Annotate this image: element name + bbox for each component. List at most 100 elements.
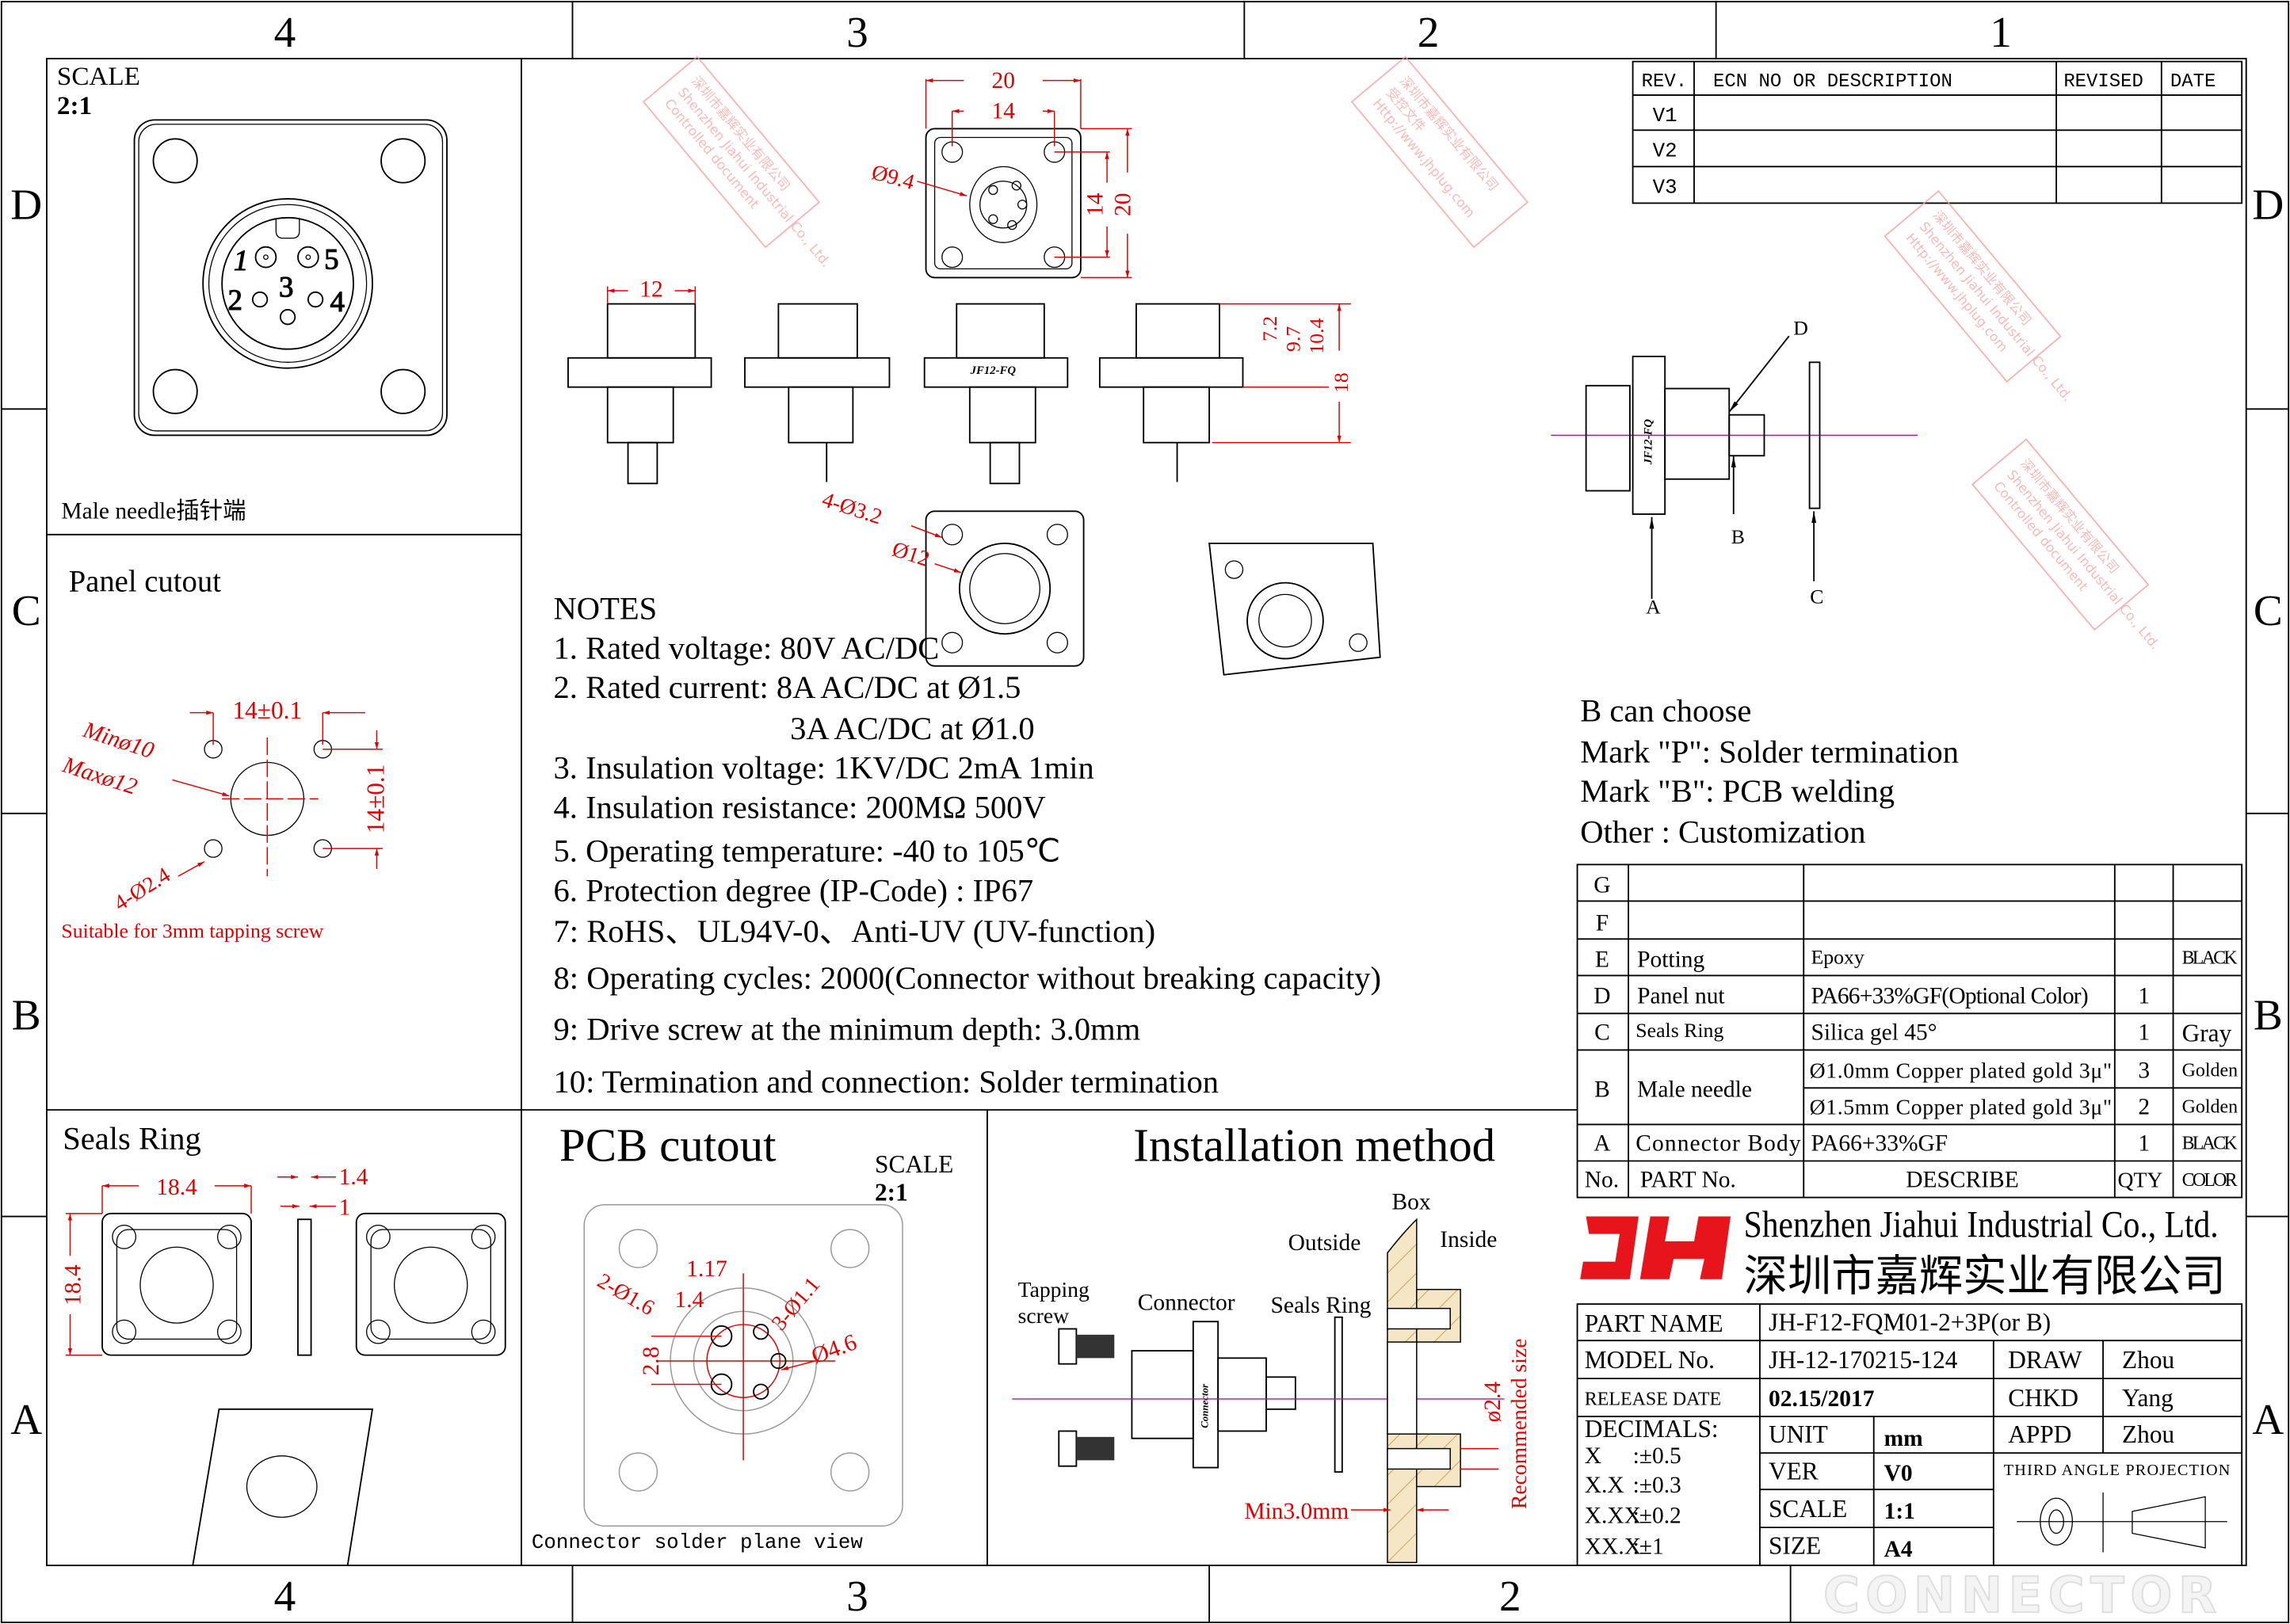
dim-face-dia: Ø9.4 (869, 159, 918, 194)
pcb-scale-label: SCALE (875, 1150, 953, 1178)
bom-part: Seals Ring (1635, 1019, 1723, 1042)
bom-desc: PA66+33%GF (1811, 1131, 1948, 1157)
bom-header: COLOR (2182, 1170, 2238, 1191)
watermark-stamp: 深圳市嘉辉实业有限公司 受控文件 Http://www.jhplug.com (1350, 55, 1529, 249)
title-block: PART NAME JH-F12-FQM01-2+3P(or B) MODEL … (1576, 1303, 2243, 1624)
tolerance-format: X (1585, 1443, 1601, 1469)
zone-col-2: 2 (1418, 8, 1440, 56)
notes-title: NOTES (554, 591, 658, 627)
panel-dim-vertical: 14±0.1 (362, 764, 390, 834)
notes: NOTES 1. Rated voltage: 80V AC/DC 2. Rat… (554, 591, 1381, 1100)
release-date-label: RELEASE DATE (1585, 1389, 1721, 1409)
dim-width-outer: 20 (991, 68, 1014, 93)
panel-screw-note: Suitable for 3mm tapping screw (61, 920, 323, 943)
bom-no: D (1593, 983, 1610, 1008)
model-label: MODEL No. (1585, 1346, 1715, 1374)
panel-cutout-title: Panel cutout (69, 566, 222, 599)
install-body-marking: Connector (1199, 1383, 1210, 1428)
bom-color: Golden (2182, 1061, 2238, 1081)
chkd-label: CHKD (2008, 1384, 2078, 1412)
watermark-stamps: 深圳市嘉辉实业有限公司 Shenzhen Jiahui Industrial C… (642, 55, 2163, 653)
dim-height-outer: 20 (1111, 193, 1136, 216)
pcb-dim-c: 2-Ø1.6 (593, 1268, 659, 1321)
part-name-label: PART NAME (1585, 1309, 1723, 1337)
tolerance-value: :±0.5 (1633, 1443, 1681, 1469)
note-item: 3A AC/DC at Ø1.0 (790, 711, 1035, 746)
install-min-depth: Min3.0mm (1244, 1499, 1349, 1524)
pin-label-1: 1 (234, 244, 248, 276)
bom-table: G F E Potting Epoxy BLACK D Panel nut PA… (1576, 863, 2243, 1199)
seal-thickness-outer: 1.4 (339, 1165, 368, 1190)
decimals-label: DECIMALS: (1585, 1415, 1719, 1443)
dim-holes: 4-Ø3.2 (819, 486, 885, 528)
label-outside: Outside (1288, 1230, 1361, 1256)
zone-row-a-right: A (2252, 1395, 2284, 1443)
bom-header: DESCRIBE (1906, 1168, 2018, 1193)
rev-row: V2 (1653, 139, 1677, 162)
company-header: Shenzhen Jiahui Industrial Co., Ltd. 深圳市… (1580, 1203, 2226, 1301)
size-label: SIZE (1769, 1531, 1821, 1559)
zone-row-c-right: C (2254, 586, 2283, 635)
side-body-marking: JF12-FQ (1643, 419, 1655, 466)
pcb-cutout-title: PCB cutout (559, 1119, 777, 1172)
chkd-value: Yang (2122, 1384, 2174, 1412)
body-marking: JF12-FQ (970, 364, 1017, 377)
dim-height-hole: 14 (1083, 193, 1109, 216)
bom-no: E (1595, 947, 1609, 972)
zone-row-d: D (10, 181, 42, 229)
seals-ring-title: Seals Ring (63, 1121, 201, 1157)
bom-no: A (1593, 1131, 1611, 1157)
note-item: 1. Rated voltage: 80V AC/DC (554, 630, 940, 665)
panel-min-dia: Minø10 (79, 717, 157, 764)
seal-thickness-inner: 1 (339, 1195, 351, 1221)
note-item: 2. Rated current: 8A AC/DC at Ø1.5 (554, 669, 1021, 705)
male-face-caption: Male needle插针端 (61, 498, 246, 524)
bom-header: QTY (2118, 1168, 2163, 1192)
label-connector: Connector (1138, 1290, 1235, 1316)
dimension-views: 20 14 Ø9.4 14 20 JF12-FQ 12 7.2 9.7 10.4… (567, 68, 1381, 676)
pcb-dim-f: 2.8 (639, 1347, 664, 1376)
zone-col-2-bottom: 2 (1499, 1572, 1521, 1620)
zone-col-1: 1 (1990, 8, 2012, 56)
zone-col-3: 3 (846, 8, 868, 56)
scale-value: 2:1 (57, 91, 92, 120)
bom-no: G (1593, 872, 1610, 898)
install-hole-dia: ø2.4 (1480, 1382, 1506, 1423)
pcb-scale-value: 2:1 (875, 1178, 908, 1206)
bom-desc: Epoxy (1811, 946, 1864, 969)
bom-no: B (1594, 1077, 1610, 1102)
pin-label-3: 3 (279, 270, 293, 303)
revision-table: REV. ECN NO OR DESCRIPTION REVISED DATE … (1632, 60, 2243, 204)
bom-color: BLACK (2182, 948, 2238, 969)
bom-desc: Ø1.0mm Copper plated gold 3μ" (1810, 1058, 2113, 1082)
zone-row-a: A (10, 1395, 42, 1443)
part-callout-b: B (1731, 525, 1745, 548)
pin-label-2: 2 (228, 284, 242, 316)
part-callout-a: A (1646, 595, 1661, 618)
option-item: Mark "B": PCB welding (1580, 773, 1895, 809)
install-recommended: Recommended size (1506, 1338, 1531, 1509)
option-item: Mark "P": Solder termination (1580, 734, 1959, 769)
label-inside: Inside (1440, 1227, 1497, 1252)
watermark-stamp: 深圳市嘉辉实业有限公司 Shenzhen Jiahui Industrial C… (1971, 438, 2163, 653)
bom-qty: 2 (2138, 1095, 2150, 1120)
appd-value: Zhou (2122, 1420, 2174, 1448)
label-seals-ring: Seals Ring (1271, 1293, 1372, 1318)
bom-desc: PA66+33%GF(Optional Color) (1811, 983, 2088, 1008)
release-date-value: 02.15/2017 (1769, 1386, 1875, 1412)
note-item: 4. Insulation resistance: 200MΩ 500V (554, 789, 1046, 825)
zone-row-d-right: D (2252, 181, 2284, 229)
options-title: B can choose (1580, 693, 1751, 729)
bom-no: C (1594, 1020, 1610, 1046)
pin-label-5: 5 (324, 242, 338, 275)
svg-text:Shenzhen Jiahui Industrial Co.: Shenzhen Jiahui Industrial Co., Ltd. (1917, 219, 2075, 405)
panel-cutout-view: Panel cutout 14±0.1 14±0.1 Minø10 Maxø12… (59, 566, 389, 943)
svg-text:Shenzhen Jiahui Industrial Co.: Shenzhen Jiahui Industrial Co., Ltd. (2004, 467, 2162, 653)
note-item: 3. Insulation voltage: 1KV/DC 2mA 1min (554, 750, 1094, 786)
tolerance-value: :±0.2 (1633, 1504, 1681, 1529)
watermark-stamp: 深圳市嘉辉实业有限公司 Shenzhen Jiahui Industrial C… (642, 55, 834, 270)
panel-max-dia: Maxø12 (59, 752, 140, 800)
zone-col-3-bottom: 3 (846, 1572, 868, 1620)
bom-part: Panel nut (1637, 983, 1725, 1008)
